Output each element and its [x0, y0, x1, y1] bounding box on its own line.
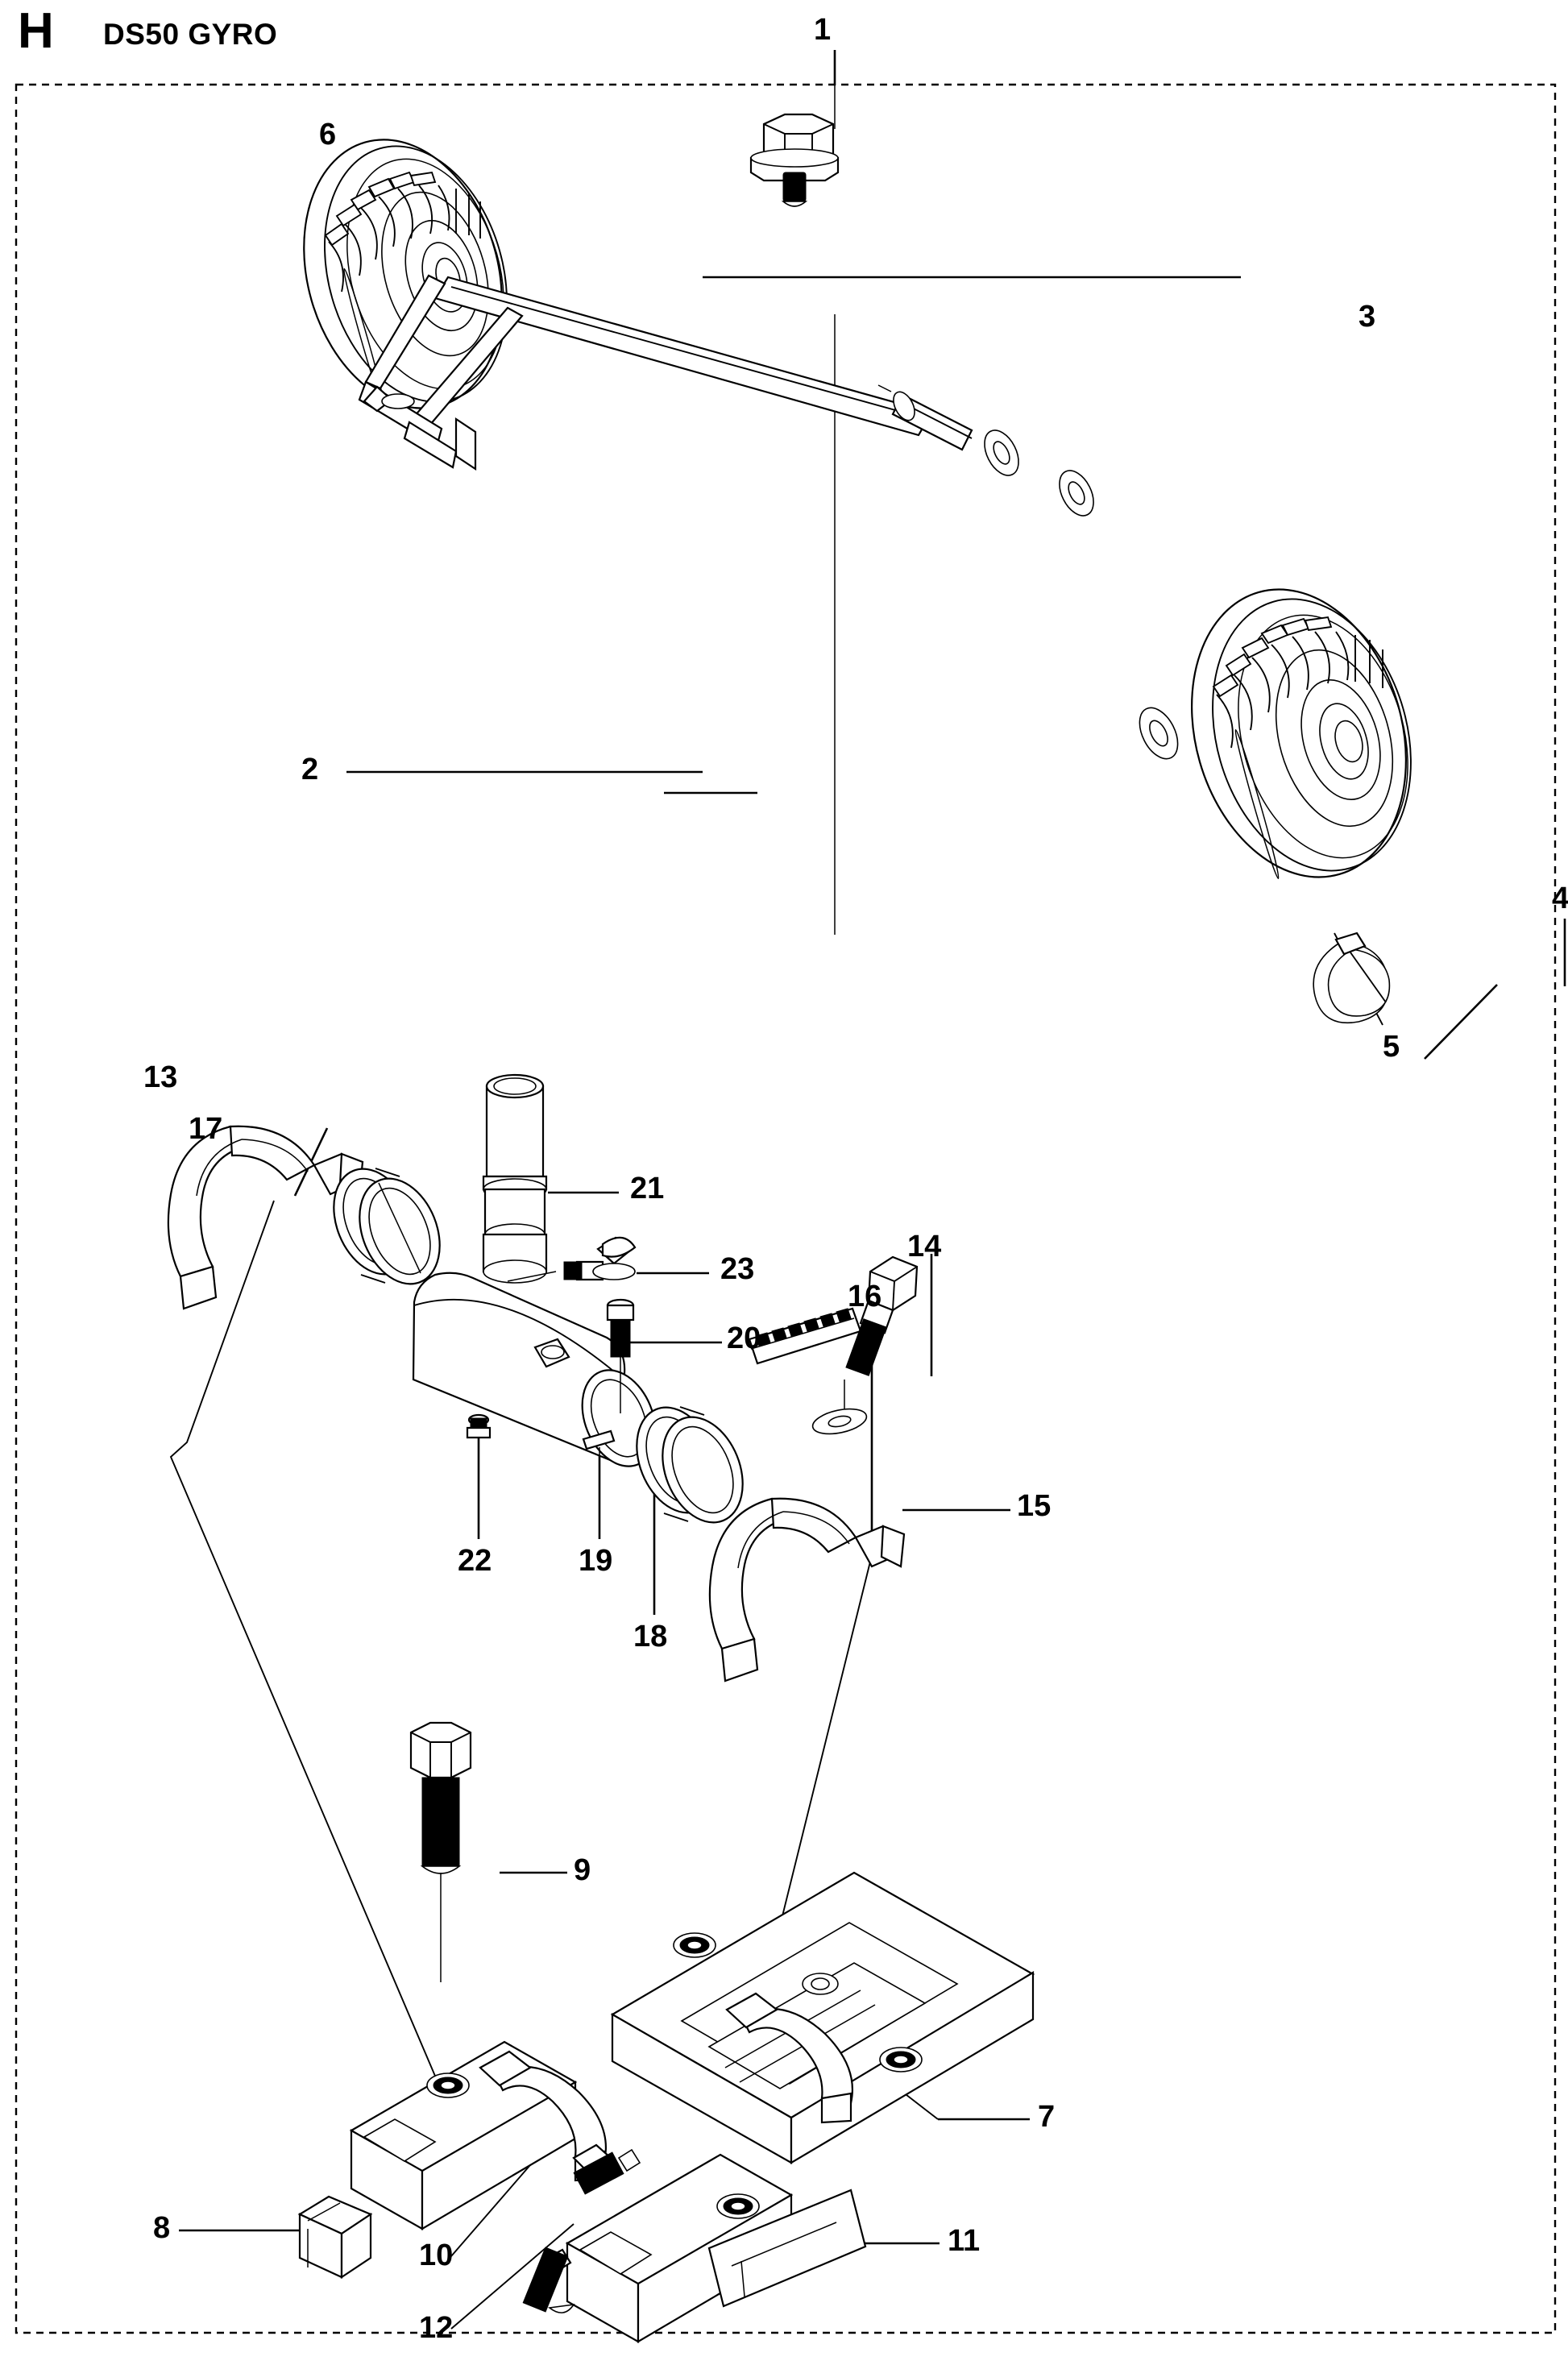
callout-19: 19	[579, 1544, 613, 1578]
callout-22: 22	[458, 1544, 492, 1578]
callout-3: 3	[1359, 300, 1376, 334]
washer-small-part15	[811, 1408, 868, 1435]
callout-12: 12	[419, 2311, 454, 2345]
callout-1: 1	[814, 13, 832, 47]
axle-yoke-frame-part2	[358, 274, 973, 471]
hex-flange-bolt-part6	[749, 113, 840, 207]
square-end-cap-part8	[297, 2195, 373, 2280]
spacer-shim-strip-part16	[748, 1307, 862, 1365]
callout-7: 7	[1038, 2100, 1056, 2134]
roll-pin-part19	[582, 1429, 616, 1539]
callout-15: 15	[1017, 1489, 1052, 1523]
leader-lines	[169, 50, 1566, 2330]
callout-11: 11	[948, 2224, 981, 2258]
grease-nipple-part23	[507, 1236, 637, 1282]
wheel-left-part3	[303, 139, 508, 409]
bearing-ring-left-part17	[333, 1168, 441, 1285]
clamp-half-middle-right	[708, 1497, 906, 1682]
callout-20: 20	[727, 1321, 761, 1355]
callout-5: 5	[1383, 1030, 1400, 1064]
callout-23: 23	[720, 1252, 755, 1286]
pivot-housing-body	[412, 1272, 657, 1467]
callout-18: 18	[633, 1620, 668, 1653]
callout-8: 8	[153, 2211, 171, 2245]
callout-4: 4	[1552, 882, 1568, 915]
bearing-ring-right-part18	[636, 1406, 744, 1524]
callout-16: 16	[848, 1280, 882, 1313]
hex-bolt-medium-part9	[409, 1721, 472, 1982]
callout-6: 6	[319, 118, 337, 151]
label-decal-part11	[707, 2189, 867, 2308]
callout-10: 10	[419, 2238, 454, 2272]
set-screw-part22	[466, 1413, 492, 1539]
bolt-short-part12	[572, 2143, 641, 2195]
callout-21: 21	[630, 1172, 665, 1205]
section-letter: H	[18, 3, 54, 59]
bolt-short-lower	[522, 2247, 575, 2313]
callout-17: 17	[189, 1112, 223, 1146]
page-title: DS50 GYRO	[103, 18, 278, 51]
axle-washers	[984, 429, 1179, 760]
bolt-bosses	[426, 1932, 923, 2219]
socket-screw-part20	[606, 1298, 635, 1413]
callout-9: 9	[574, 1853, 591, 1887]
clamp-half-upper-part13	[167, 1125, 364, 1310]
pivot-stub-tube-part21	[482, 1073, 548, 1284]
assembly-boundary-frame	[15, 83, 1557, 2334]
hitch-pin-clip-part4	[1313, 931, 1391, 1023]
wheel-right-part3	[1191, 588, 1412, 880]
base-frame-plate-part7	[349, 1871, 1035, 2343]
callout-14: 14	[907, 1230, 942, 1263]
callout-2: 2	[301, 753, 319, 786]
callout-13: 13	[143, 1060, 178, 1094]
clamp-bracket-lower-part10	[479, 1992, 854, 2182]
